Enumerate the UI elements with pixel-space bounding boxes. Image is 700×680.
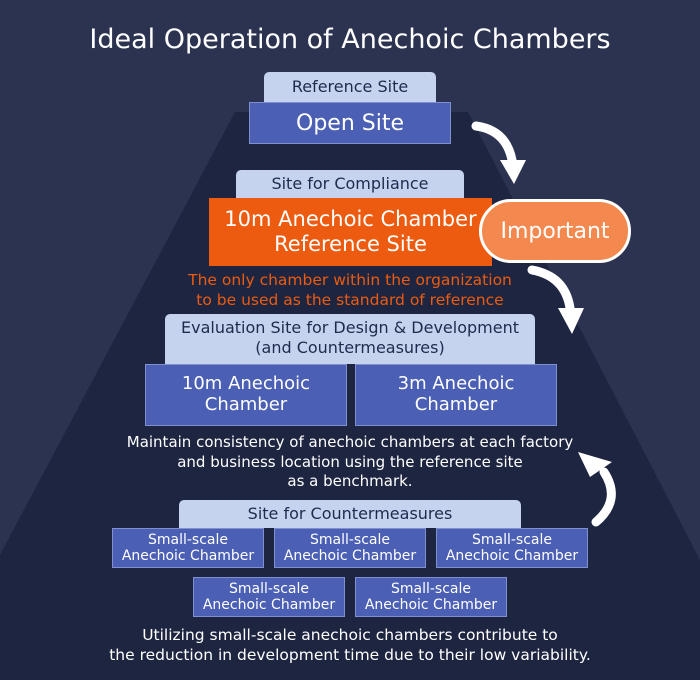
small-chamber-line2: Anechoic Chamber [364,597,498,613]
small-chamber-box: Small-scale Anechoic Chamber [355,577,507,617]
countermeasures-note: Utilizing small-scale anechoic chambers … [40,625,660,665]
eval-chamber-line2: Chamber [414,394,498,415]
small-chamber-box: Small-scale Anechoic Chamber [193,577,345,617]
page-title: Ideal Operation of Anechoic Chambers [89,24,611,55]
evaluation-note-line3: as a benchmark. [287,472,413,490]
small-chamber-box: Small-scale Anechoic Chamber [436,528,588,568]
flow-arrow-down-1 [471,121,517,165]
small-chamber-box: Small-scale Anechoic Chamber [274,528,426,568]
evaluation-tab-line1: Evaluation Site for Design & Development [181,318,519,337]
small-chamber-line1: Small-scale [390,580,471,597]
evaluation-site-tab: Evaluation Site for Design & Development… [165,314,535,364]
reference-chamber-line1: 10m Anechoic Chamber [224,206,477,231]
evaluation-tab-line2: (and Countermeasures) [255,338,445,357]
compliance-note-line2: to be used as the standard of reference [196,291,504,310]
reference-site-tab: Reference Site [264,72,436,102]
small-chamber-line2: Anechoic Chamber [283,548,417,564]
small-chamber-line2: Anechoic Chamber [445,548,579,564]
open-site-box: Open Site [249,102,451,144]
flow-arrow-down-2-head [558,308,584,334]
countermeasures-note-line2: the reduction in development time due to… [109,646,591,665]
flow-arrow-up-head [578,452,612,477]
eval-chamber-line1: 3m Anechoic [397,373,515,395]
small-chamber-line1: Small-scale [228,580,309,597]
evaluation-note-line1: Maintain consistency of anechoic chamber… [126,433,574,451]
reference-chamber-box: 10m Anechoic Chamber Reference Site [209,198,492,266]
countermeasures-site-tab: Site for Countermeasures [179,500,521,528]
evaluation-note: Maintain consistency of anechoic chamber… [90,433,610,492]
small-chamber-line2: Anechoic Chamber [121,548,255,564]
small-chamber-box: Small-scale Anechoic Chamber [112,528,264,568]
small-chamber-line1: Small-scale [147,531,228,548]
eval-chamber-box: 10m Anechoic Chamber [145,364,347,426]
compliance-note: The only chamber within the organization… [100,270,600,310]
flow-arrow-down-1-head [500,160,526,184]
flow-arrow-down-2 [527,265,575,313]
small-chamber-line2: Anechoic Chamber [202,597,336,613]
evaluation-note-line2: and business location using the referenc… [177,452,523,471]
flow-arrow-up [591,467,616,527]
countermeasures-note-line1: Utilizing small-scale anechoic chambers … [142,626,558,644]
small-chamber-line1: Small-scale [471,531,552,548]
eval-chamber-line1: 10m Anechoic [181,373,311,395]
important-badge: Important [479,199,631,263]
small-chamber-line1: Small-scale [309,531,390,548]
eval-chamber-box: 3m Anechoic Chamber [355,364,557,426]
compliance-note-line1: The only chamber within the organization [188,271,512,289]
reference-chamber-line2: Reference Site [274,232,427,256]
eval-chamber-line2: Chamber [204,394,288,415]
compliance-site-tab: Site for Compliance [236,170,464,198]
